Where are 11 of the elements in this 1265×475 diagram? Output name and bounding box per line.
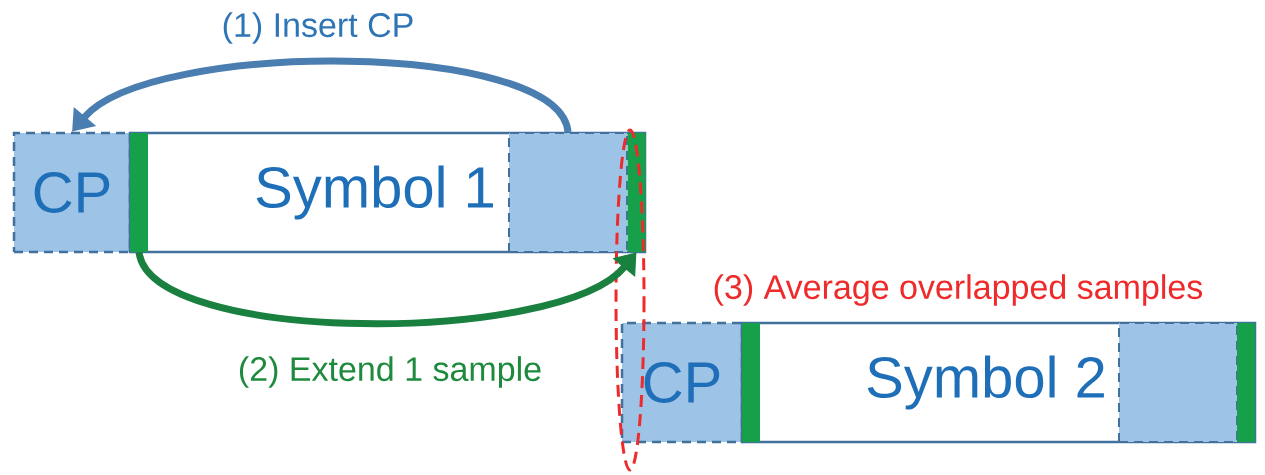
sample-bar bbox=[130, 133, 148, 252]
tail-box bbox=[1118, 322, 1238, 443]
edge-label: (2) Extend 1 sample bbox=[235, 354, 545, 390]
edge-label: (1) Insert CP bbox=[219, 10, 417, 46]
cyclic-prefix-box: CP bbox=[620, 321, 744, 444]
callout-text: (3) Average overlapped samples bbox=[714, 274, 1203, 306]
cyclic-prefix-box: CP bbox=[12, 131, 132, 254]
sample-bar bbox=[742, 323, 760, 442]
curved-arrow bbox=[72, 57, 572, 134]
tail-box bbox=[508, 132, 628, 253]
sample-bar bbox=[1237, 323, 1255, 442]
